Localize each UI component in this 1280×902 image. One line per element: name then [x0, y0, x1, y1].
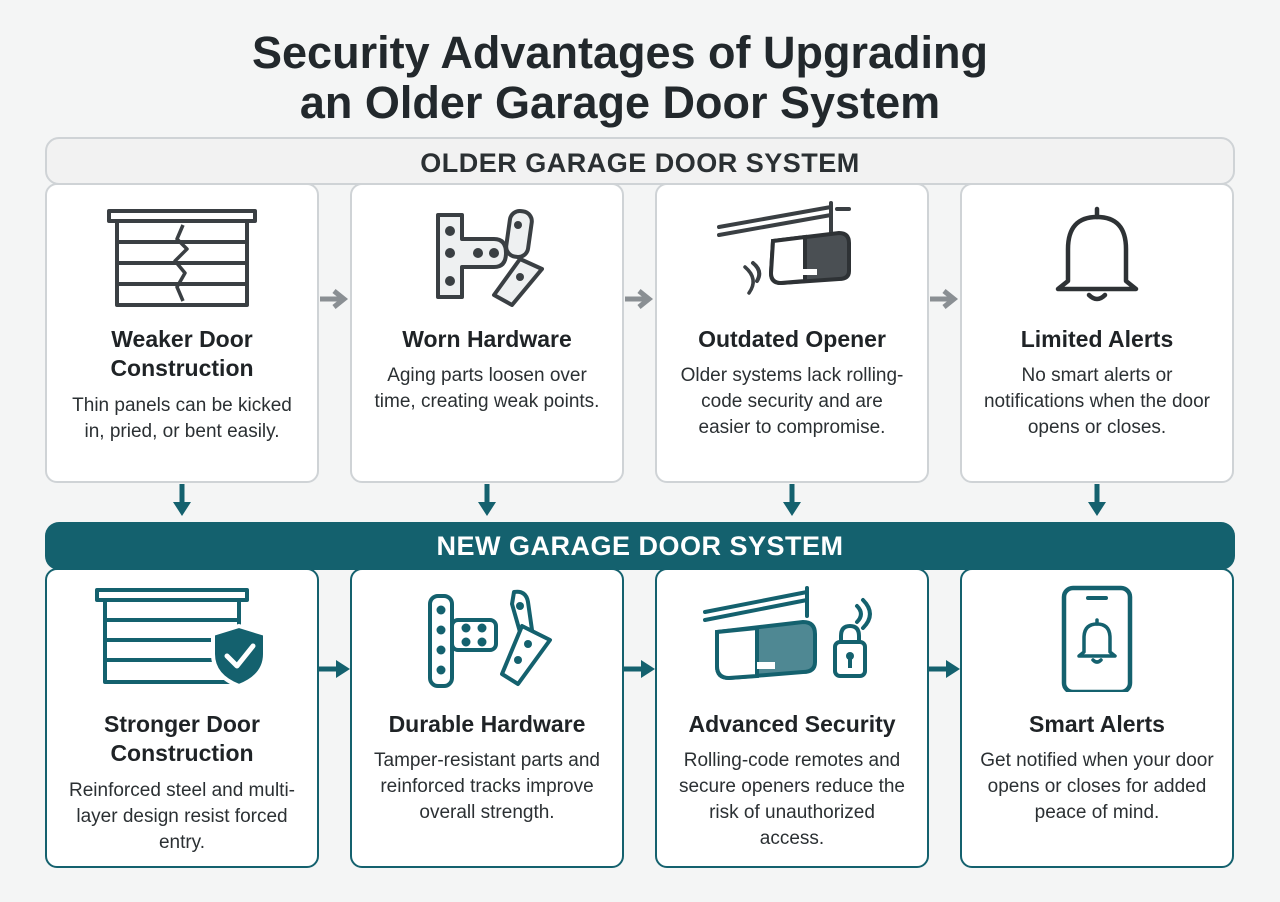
older-card-opener: Outdated Opener Older systems lack rolli… [655, 183, 929, 483]
card-title: Stronger Door Construction [104, 711, 260, 766]
teal-arrow-right-icon [623, 660, 655, 678]
new-system-header: NEW GARAGE DOOR SYSTEM [45, 522, 1235, 570]
shielded-garage-door-icon [95, 588, 267, 689]
new-card-alerts: Smart Alerts Get notified when your door… [960, 568, 1234, 868]
garage-opener-icon [717, 201, 851, 295]
card-description: Aging parts loosen over time, creating w… [374, 365, 600, 412]
bell-icon [1055, 206, 1139, 302]
card-description: Get notified when your door opens or clo… [980, 750, 1214, 823]
older-card-hardware: Worn Hardware Aging parts loosen over ti… [350, 183, 624, 483]
new-card-hardware: Durable Hardware Tamper-resistant parts … [350, 568, 624, 868]
older-system-header: OLDER GARAGE DOOR SYSTEM [45, 137, 1235, 185]
new-card-security: Advanced Security Rolling-code remotes a… [655, 568, 929, 868]
older-card-alerts: Limited Alerts No smart alerts or notifi… [960, 183, 1234, 483]
title-line-2: an Older Garage Door System [299, 77, 941, 128]
durable-hinge-icon [428, 589, 552, 688]
new-card-door: Stronger Door Construction Reinforced st… [45, 568, 319, 868]
card-description: Rolling-code remotes and secure openers … [678, 750, 906, 849]
card-title: Outdated Opener [698, 326, 886, 352]
gray-arrow-right-icon [930, 289, 959, 309]
secure-opener-lock-icon [703, 586, 872, 681]
older-card-door: Weaker Door Construction Thin panels can… [45, 183, 319, 483]
card-title: Advanced Security [688, 711, 896, 737]
teal-arrow-down-icon [1088, 484, 1106, 516]
card-description: Tamper-resistant parts and reinforced tr… [374, 750, 600, 823]
card-description: Thin panels can be kicked in, pried, or … [72, 395, 292, 442]
teal-arrow-down-icon [173, 484, 191, 516]
gray-arrow-right-icon [625, 289, 654, 309]
worn-hinge-icon [436, 208, 544, 307]
title-line-1: Security Advantages of Upgrading [252, 27, 988, 78]
phone-bell-icon [1061, 585, 1133, 692]
card-description: No smart alerts or notifications when th… [983, 365, 1211, 438]
card-title: Worn Hardware [402, 326, 572, 352]
teal-arrow-down-icon [783, 484, 801, 516]
teal-arrow-down-icon [478, 484, 496, 516]
card-title: Limited Alerts [1020, 326, 1174, 352]
gray-arrow-right-icon [320, 289, 349, 309]
page-title: Security Advantages of Upgrading an Olde… [0, 28, 1240, 128]
card-title: Smart Alerts [1029, 711, 1165, 737]
teal-arrow-right-icon [928, 660, 960, 678]
card-title: Weaker Door Construction [110, 326, 254, 381]
card-description: Reinforced steel and multi-layer design … [69, 780, 295, 853]
card-description: Older systems lack rolling-code security… [680, 365, 904, 438]
cracked-garage-door-icon [107, 209, 257, 307]
card-title: Durable Hardware [388, 711, 586, 737]
teal-arrow-right-icon [318, 660, 350, 678]
